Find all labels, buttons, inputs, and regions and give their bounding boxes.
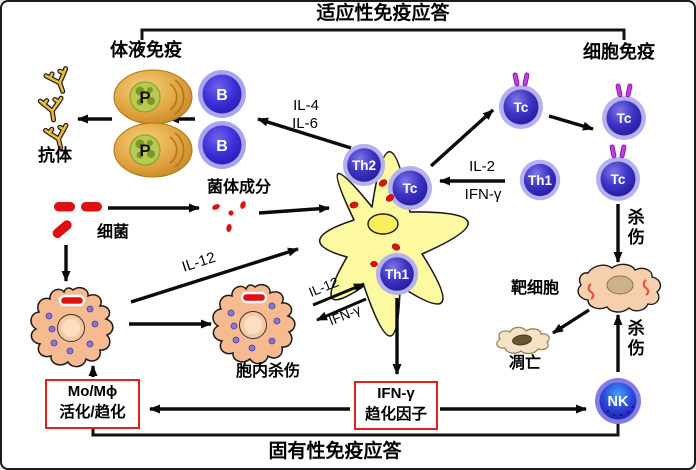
th1-on-dc-label: Th1 xyxy=(385,267,409,282)
apoptotic-cell xyxy=(496,326,550,355)
label-il2: IL-2 xyxy=(469,158,495,175)
target-cell xyxy=(577,263,662,313)
antibody-y-shapes xyxy=(40,69,72,151)
arrow-tc-to-tc-top xyxy=(429,108,495,168)
plasma-cell-1 xyxy=(113,69,193,125)
adaptive-bracket xyxy=(140,28,626,40)
ifng-chemokine-line2: 趋化因子 xyxy=(364,406,427,423)
tc-top-label: Tc xyxy=(514,100,529,115)
arrow-il12-dc-up xyxy=(312,282,365,307)
bacterial-component-dots xyxy=(212,201,246,232)
label-intracellular-killing: 胞内杀伤 xyxy=(235,363,301,380)
label-bacterial-components: 菌体成分 xyxy=(206,179,272,196)
bacteria-rods xyxy=(52,202,102,238)
section-humoral-immunity: 体液免疫 xyxy=(110,40,182,60)
arrow-target-to-apoptosis xyxy=(552,308,590,335)
antigen-dots xyxy=(349,179,401,268)
plasma-cell-2-label: P xyxy=(139,141,150,160)
mo-activation-box: Mo/Mϕ 活化/趋化 xyxy=(45,379,140,429)
nk-cell xyxy=(595,378,641,424)
macrophage-left xyxy=(29,286,115,368)
macrophage-right xyxy=(211,283,297,365)
innate-bracket xyxy=(91,418,620,437)
b-cell-2-label: B xyxy=(216,138,228,155)
arrow-components-to-dc xyxy=(258,204,330,215)
th2-label: Th2 xyxy=(352,158,376,173)
arrow-il12-macrophage-to-dc xyxy=(130,247,299,304)
label-killing-nk: 杀伤 xyxy=(624,319,644,359)
label-apoptosis: 凋亡 xyxy=(508,355,542,372)
arrows xyxy=(61,108,623,414)
tc-right-lower-label: Tc xyxy=(611,172,626,187)
ifng-chemokine-line1: IFN-γ xyxy=(377,385,415,402)
plasma-cell-1-label: P xyxy=(139,88,150,107)
label-il4: IL-4 xyxy=(293,97,319,114)
label-ifng-tc: IFN-γ xyxy=(464,186,502,203)
title-innate-immunity: 固有性免疫应答 xyxy=(268,441,402,462)
arrow-tctop-to-tc2 xyxy=(548,114,594,131)
label-antibody: 抗体 xyxy=(38,146,72,165)
ifng-chemokine-box: IFN-γ 趋化因子 xyxy=(354,381,438,430)
plasma-cell-2 xyxy=(113,122,193,178)
mo-activation-line2: 活化/趋化 xyxy=(59,404,126,421)
label-bacteria: 细菌 xyxy=(96,224,130,241)
th1-right-label: Th1 xyxy=(528,173,552,188)
b-cell-1-label: B xyxy=(216,87,228,104)
mo-activation-line1: Mo/Mϕ xyxy=(67,383,118,400)
title-adaptive-immunity: 适应性免疫应答 xyxy=(316,3,450,24)
arrow-ifng-dc-down xyxy=(316,297,367,322)
tc-on-dc-label: Tc xyxy=(403,181,418,196)
tc-right-upper-label: Tc xyxy=(617,111,632,126)
dendritic-nucleus xyxy=(367,213,399,235)
label-il6: IL-6 xyxy=(292,115,318,132)
label-target-cell: 靶细胞 xyxy=(510,280,560,297)
section-cellular-immunity: 细胞免疫 xyxy=(583,42,655,62)
nk-label: NK xyxy=(608,394,629,410)
arrow-il4-il6-to-b xyxy=(257,117,352,150)
label-killing-tc: 杀伤 xyxy=(624,208,644,248)
